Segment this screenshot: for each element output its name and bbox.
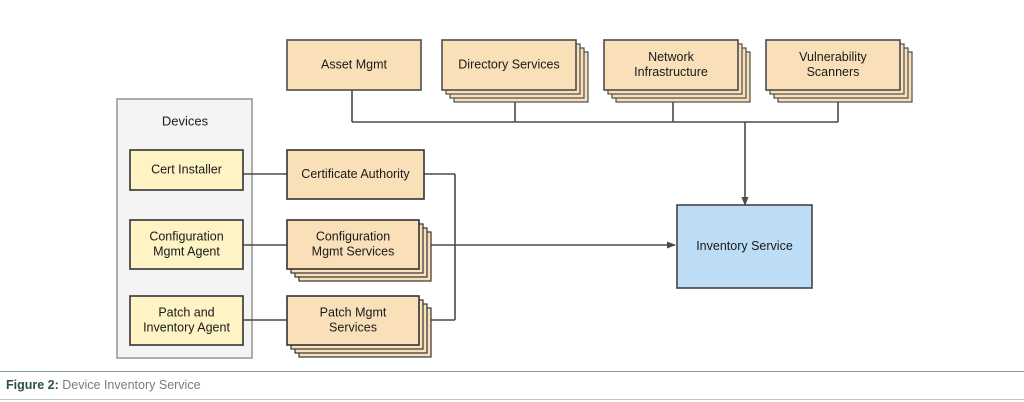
source-directory-services[interactable]: Directory Services (441, 39, 589, 103)
figure-caption: Figure 2: Device Inventory Service (6, 378, 201, 392)
device-cert-installer[interactable]: Cert Installer (129, 149, 244, 191)
source-asset-mgmt-rect[interactable] (286, 39, 422, 91)
connector-layer (243, 90, 839, 321)
source-vulnerability-scanners-rect[interactable] (765, 39, 901, 91)
inventory-service-rect[interactable] (676, 204, 813, 289)
source-directory-services-rect[interactable] (441, 39, 577, 91)
device-patch-and-inventory-agent-rect[interactable] (129, 295, 244, 346)
service-certificate-authority-rect[interactable] (286, 149, 425, 200)
service-configuration-mgmt-services-rect[interactable] (286, 219, 420, 270)
inventory-service-node: Inventory Service (676, 204, 813, 289)
device-configuration-mgmt-agent-rect[interactable] (129, 219, 244, 270)
caption-top-rule (0, 371, 1024, 372)
devices-group-title: Devices (162, 113, 209, 128)
source-systems-row: Asset Mgmt Directory ServicesNetworkInfra… (286, 39, 913, 103)
service-certificate-authority[interactable]: Certificate Authority (286, 149, 425, 200)
figure-caption-title: Device Inventory Service (62, 378, 201, 392)
device-cert-installer-rect[interactable] (129, 149, 244, 191)
figure-caption-label: Figure 2: (6, 378, 59, 392)
inventory-service[interactable]: Inventory Service (676, 204, 813, 289)
source-network-infrastructure-rect[interactable] (603, 39, 739, 91)
source-asset-mgmt[interactable]: Asset Mgmt (286, 39, 422, 91)
service-patch-mgmt-services-rect[interactable] (286, 295, 420, 346)
caption-bottom-rule (0, 399, 1024, 400)
